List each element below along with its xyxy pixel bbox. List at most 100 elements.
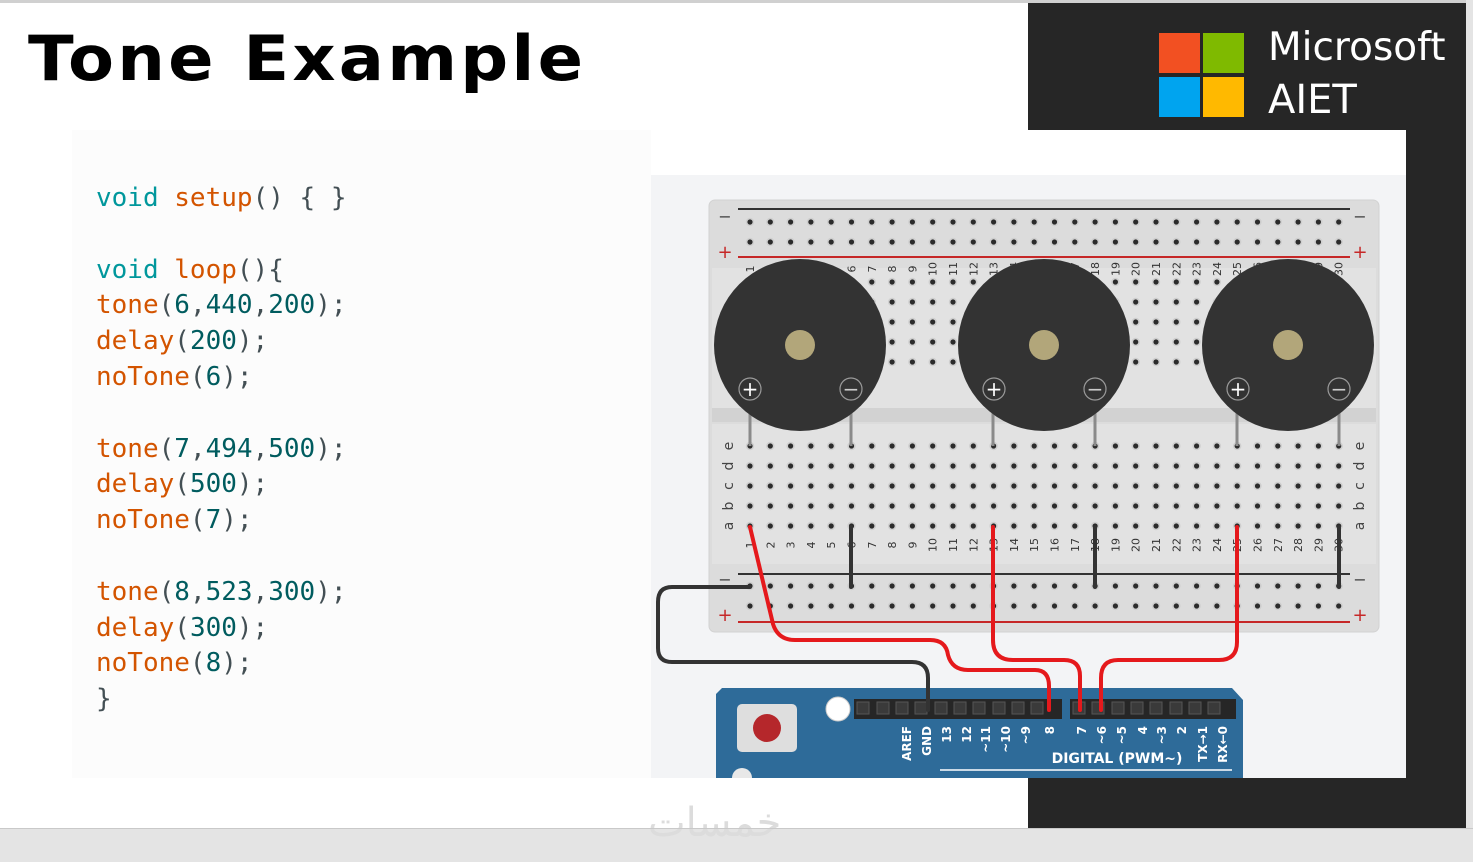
breadboard-hole [889, 603, 895, 609]
breadboard-hole [991, 219, 997, 225]
breadboard-hole [889, 359, 895, 365]
window-bottom-border [0, 828, 1473, 829]
column-number: 10 [927, 538, 940, 552]
column-number: 20 [1130, 262, 1143, 276]
breadboard-hole [1254, 603, 1261, 609]
code-token-num: 6 [174, 290, 190, 321]
rail-plus-label: + [717, 242, 732, 263]
breadboard-hole [1153, 299, 1159, 305]
breadboard-hole [1275, 463, 1281, 469]
breadboard-hole [1214, 279, 1220, 285]
breadboard-hole [950, 239, 956, 245]
header-pin-socket [1149, 701, 1163, 715]
header-pin-socket [1130, 701, 1144, 715]
gnd-wire [656, 585, 930, 712]
code-token-fn: noTone [96, 505, 190, 536]
code-token-num: 300 [268, 576, 316, 607]
breadboard-hole [848, 463, 855, 469]
column-number: 9 [906, 266, 919, 273]
breadboard-hole [950, 319, 956, 325]
code-token-fn: noTone [96, 361, 190, 392]
breadboard-hole [1072, 603, 1078, 609]
breadboard-hole [909, 319, 915, 325]
breadboard-hole [1072, 523, 1078, 529]
column-number: 6 [846, 266, 859, 273]
breadboard-hole [1153, 279, 1159, 285]
breadboard-hole [1194, 603, 1200, 609]
column-number: 24 [1211, 538, 1224, 552]
breadboard-hole [869, 239, 875, 245]
breadboard-hole [788, 239, 794, 245]
breadboard-hole [1173, 279, 1179, 285]
breadboard-hole [1031, 443, 1037, 449]
column-number: 10 [927, 262, 940, 276]
breadboard-hole [1295, 219, 1301, 225]
header-pin-socket [895, 701, 909, 715]
breadboard-hole [1214, 219, 1220, 225]
digital-header-label: DIGITAL (PWM~) [1052, 751, 1183, 767]
code-line: noTone(7); [96, 503, 347, 539]
reset-button-icon [753, 714, 781, 742]
code-token-pn: () { } [252, 183, 347, 213]
breadboard-hole [1051, 443, 1058, 449]
breadboard-hole [747, 503, 753, 509]
column-number: 11 [947, 538, 960, 552]
header-pin-socket [1207, 701, 1221, 715]
breadboard-hole [1315, 219, 1321, 225]
header-pin-socket [1030, 701, 1044, 715]
breadboard-hole [1133, 319, 1139, 325]
code-token-num: 200 [189, 326, 237, 357]
breadboard-hole [767, 523, 773, 529]
circuit-svg: −−−−++++11223344556677889910101111121213… [656, 199, 1380, 778]
breadboard-hole [909, 583, 915, 589]
breadboard-hole [930, 279, 936, 285]
breadboard-hole [1214, 239, 1220, 245]
arduino-pin-label: 12 [960, 726, 974, 743]
breadboard-hole [909, 603, 915, 609]
circuit-diagram: −−−−++++11223344556677889910101111121213… [651, 175, 1406, 778]
breadboard-hole [1112, 483, 1118, 489]
header-pin-socket [856, 701, 870, 715]
breadboard-hole [909, 279, 915, 285]
breadboard-hole [1112, 463, 1118, 469]
code-panel [72, 130, 651, 778]
breadboard-hole [1011, 503, 1017, 509]
code-token-pn: , [189, 576, 206, 607]
breadboard-hole [1112, 523, 1118, 529]
breadboard-hole [1173, 239, 1179, 245]
breadboard-hole [788, 443, 794, 449]
breadboard-hole [1295, 583, 1301, 589]
breadboard-hole [1173, 503, 1179, 509]
breadboard-hole [1254, 523, 1261, 529]
code-token-num: 440 [205, 290, 253, 321]
breadboard-hole [889, 463, 895, 469]
breadboard-hole [1051, 239, 1058, 245]
breadboard-hole [1011, 239, 1017, 245]
breadboard-hole [1194, 279, 1200, 285]
breadboard-hole [1092, 503, 1098, 509]
breadboard-hole [1011, 483, 1017, 489]
breadboard-hole [950, 583, 956, 589]
breadboard-hole [1072, 583, 1078, 589]
breadboard-hole [930, 359, 936, 365]
breadboard-hole [909, 523, 915, 529]
breadboard-hole [991, 239, 997, 245]
breadboard-hole [767, 483, 773, 489]
code-token-num: 200 [268, 290, 316, 321]
breadboard-hole [1254, 219, 1261, 225]
breadboard-hole [1254, 503, 1261, 509]
breadboard-hole [1133, 483, 1139, 489]
breadboard-hole [1173, 583, 1179, 589]
breadboard-hole [1295, 503, 1301, 509]
breadboard-hole [930, 319, 936, 325]
breadboard-hole [1275, 219, 1281, 225]
breadboard-hole [828, 603, 834, 609]
code-token-fn: setup [174, 183, 253, 213]
breadboard-hole [970, 523, 976, 529]
breadboard-hole [828, 219, 834, 225]
breadboard-hole [747, 483, 753, 489]
breadboard-hole [869, 503, 875, 509]
breadboard-hole [1254, 463, 1261, 469]
breadboard-hole [1153, 603, 1159, 609]
logo-square-yellow [1203, 77, 1244, 117]
